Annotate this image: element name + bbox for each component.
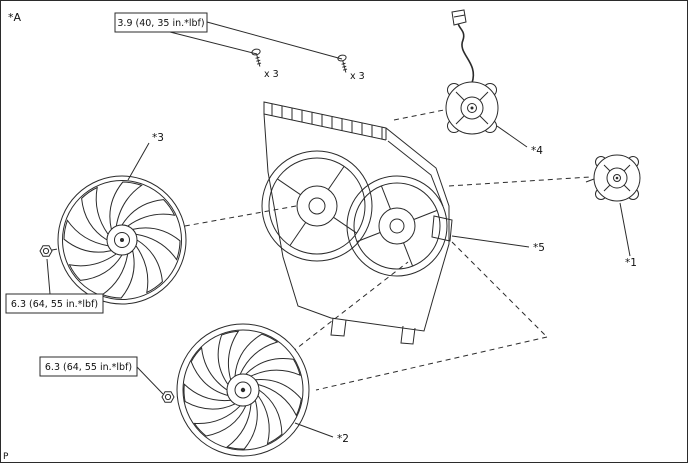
nut-icon bbox=[39, 245, 53, 257]
bolt-count-label-right: x 3 bbox=[350, 71, 365, 82]
fan-motor-right bbox=[585, 154, 641, 202]
fan-shroud bbox=[261, 101, 453, 345]
motor-wire bbox=[457, 22, 475, 84]
motor-shaft bbox=[585, 178, 595, 183]
torque-callout-top: 3.9 (40, 35 in.*lbf) bbox=[114, 12, 208, 33]
torque-callout-top-text: 3.9 (40, 35 in.*lbf) bbox=[117, 18, 204, 29]
bolt-count-label-left: x 3 bbox=[264, 69, 279, 80]
part-label-5: *5 bbox=[533, 242, 545, 254]
shroud-side-tab bbox=[431, 215, 453, 242]
bolt-icon bbox=[251, 48, 262, 67]
bolt-icon bbox=[337, 54, 348, 73]
shroud-right-opening bbox=[346, 175, 448, 277]
left-fan bbox=[57, 175, 187, 305]
torque-callout-left-text: 6.3 (64, 55 in.*lbf) bbox=[11, 299, 98, 310]
shroud-left-opening bbox=[261, 150, 373, 262]
part-label-3: *3 bbox=[152, 132, 164, 144]
part-label-1: *1 bbox=[625, 257, 637, 269]
shroud-rail-hatch bbox=[271, 104, 383, 139]
bottom-fan bbox=[176, 323, 310, 457]
left-fan-blades bbox=[63, 181, 181, 299]
alignment-dashed-line bbox=[51, 109, 591, 391]
part-label-4: *4 bbox=[531, 145, 543, 157]
bottom-fan-blades bbox=[183, 330, 302, 450]
motor-connector bbox=[451, 9, 467, 26]
torque-callout-bottom-text: 6.3 (64, 55 in.*lbf) bbox=[45, 362, 132, 373]
part-label-2: *2 bbox=[337, 433, 349, 445]
nut-icon bbox=[161, 391, 175, 403]
shroud-feet bbox=[330, 317, 416, 345]
page-marker: P bbox=[3, 452, 9, 462]
torque-callout-left: 6.3 (64, 55 in.*lbf) bbox=[5, 293, 104, 314]
view-label: *A bbox=[8, 11, 22, 24]
torque-callout-bottom: 6.3 (64, 55 in.*lbf) bbox=[39, 356, 138, 377]
leader-line bbox=[46, 21, 631, 438]
fan-motor-top bbox=[445, 9, 499, 135]
